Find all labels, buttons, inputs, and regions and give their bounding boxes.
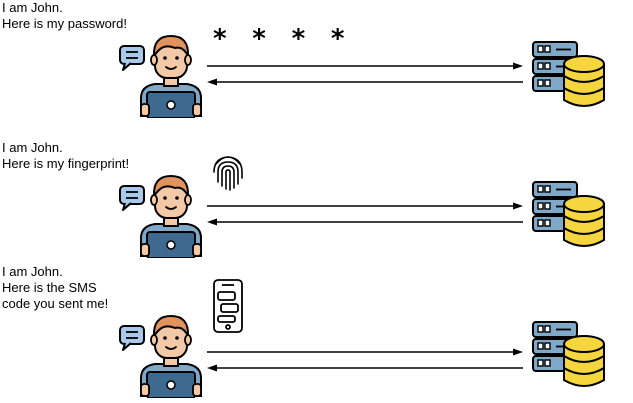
scenario-sms: I am John. Here is the SMS code you sent… — [0, 264, 633, 403]
scenario-caption: I am John. Here is the SMS code you sent… — [2, 264, 109, 311]
person-with-laptop-icon — [117, 172, 209, 258]
server-database-icon — [530, 180, 606, 250]
server-database-icon — [530, 320, 606, 390]
fingerprint-icon — [210, 152, 246, 192]
server-database-icon — [530, 40, 606, 110]
person-with-laptop-icon — [117, 312, 209, 398]
scenario-caption: I am John. Here is my fingerprint! — [2, 140, 130, 171]
request-response-arrows — [205, 346, 525, 376]
person-with-laptop-icon — [117, 32, 209, 118]
scenario-fingerprint: I am John. Here is my fingerprint! — [0, 140, 633, 270]
smartphone-sms-icon — [212, 278, 244, 334]
password-mask: * * * * — [212, 24, 350, 54]
request-response-arrows — [205, 60, 525, 90]
scenario-password: I am John. Here is my password! * * * * — [0, 0, 633, 130]
request-response-arrows — [205, 200, 525, 230]
scenario-caption: I am John. Here is my password! — [2, 0, 127, 31]
